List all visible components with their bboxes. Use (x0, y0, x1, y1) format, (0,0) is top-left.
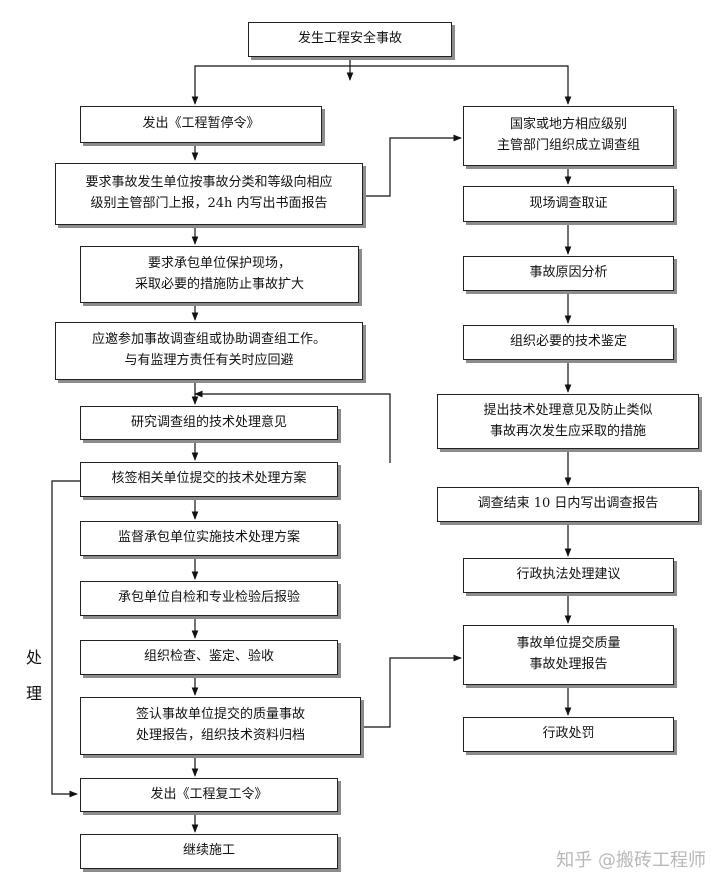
side-label-chu: 处 (26, 648, 43, 667)
connector-split-left (191, 65, 350, 105)
connector-split-right (350, 65, 572, 105)
connector-loop-l6-l11 (51, 480, 80, 798)
node-l7: 监督承包单位实施技术处理方案 (80, 521, 338, 556)
node-r7: 行政执法处理建议 (463, 558, 674, 593)
side-label-li: 理 (26, 684, 43, 703)
node-l11: 发出《工程复工令》 (80, 778, 338, 812)
node-r4: 组织必要的技术鉴定 (463, 325, 674, 360)
node-l10: 签认事故单位提交的质量事故 处理报告，组织技术资料归档 (80, 697, 361, 755)
node-l3: 要求承包单位保护现场， 采取必要的措施防止事故扩大 (80, 246, 359, 303)
node-r6: 调查结束 10 日内写出调查报告 (437, 487, 699, 522)
node-l6: 核签相关单位提交的技术处理方案 (80, 462, 338, 497)
node-l5: 研究调查组的技术处理意见 (80, 406, 338, 440)
node-l1: 发出《工程暂停令》 (80, 106, 322, 143)
node-l4: 应邀参加事故调查组或协助调查组工作。 与有监理方责任有关时应回避 (55, 322, 363, 380)
node-r3: 事故原因分析 (463, 256, 674, 291)
node-r1: 国家或地方相应级别 主管部门组织成立调查组 (463, 106, 674, 166)
node-r5: 提出技术处理意见及防止类似 事故再次发生应采取的措施 (437, 394, 699, 449)
connector-r5-l5 (194, 390, 391, 463)
connector-l2-r1 (363, 134, 462, 197)
node-r9: 行政处罚 (463, 717, 674, 752)
connector-l10-r8 (361, 654, 462, 728)
node-start: 发生工程安全事故 (248, 22, 452, 57)
node-l2: 要求事故发生单位按事故分类和等级向相应 级别主管部门上报，24h 内写出书面报告 (55, 163, 363, 225)
watermark: 知乎 @搬砖工程师 (556, 850, 706, 871)
node-r8: 事故单位提交质量 事故处理报告 (463, 625, 674, 685)
node-r2: 现场调查取证 (463, 186, 674, 222)
node-l8: 承包单位自检和专业检验后报验 (80, 581, 338, 616)
node-l9: 组织检查、鉴定、验收 (80, 640, 338, 675)
node-l12: 继续施工 (80, 834, 338, 869)
